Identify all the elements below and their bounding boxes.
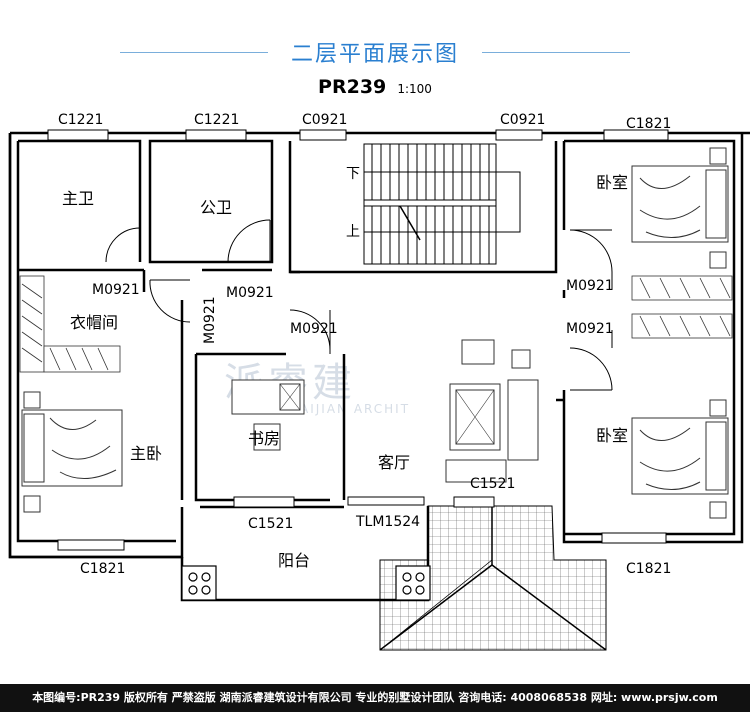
window-label: C1821: [626, 116, 671, 132]
stair-up-label: 上: [346, 224, 360, 240]
living-furniture: [445, 339, 539, 483]
room-label: 客厅: [378, 453, 410, 472]
window-label: C0921: [500, 112, 545, 128]
door-label: M0921: [202, 296, 218, 344]
wardrobe: [19, 275, 733, 373]
window-label: C1821: [80, 561, 125, 577]
window-label: C1821: [626, 561, 671, 577]
window-openings: [47, 129, 669, 551]
window-label: C1221: [194, 112, 239, 128]
room-label: 公卫: [200, 198, 232, 217]
door-label: M0921: [290, 321, 338, 337]
footer-bar: 本图编号:PR239 版权所有 严禁盗版 湖南派睿建筑设计有限公司 专业的别墅设…: [0, 684, 750, 712]
door-label: TLM1524: [355, 514, 420, 530]
room-label: 书房: [248, 429, 280, 448]
beds: [21, 147, 729, 519]
planters: [181, 565, 431, 601]
window-label: C1521: [248, 516, 293, 532]
door-swings: [105, 219, 613, 391]
window-label: C1521: [470, 476, 515, 492]
page-title: 二层平面展示图: [290, 42, 459, 67]
plan-scale: 1:100: [397, 82, 432, 96]
room-label: 衣帽间: [70, 313, 118, 332]
watermark-subtext: AIJIAN ARCHIT: [300, 402, 411, 416]
room-label: 主卫: [62, 189, 94, 208]
door-label: M0921: [566, 321, 614, 337]
stair-down-label: 下: [346, 166, 360, 182]
title-bar: 二层平面展示图: [0, 30, 750, 70]
room-label: 卧室: [596, 426, 628, 445]
plan-code: PR239: [318, 76, 387, 98]
door-label: M0921: [92, 282, 140, 298]
roof: [379, 505, 607, 651]
study-desk: [231, 379, 305, 451]
window-label: C0921: [302, 112, 347, 128]
title-left-rule: [120, 52, 268, 53]
window-label: C1221: [58, 112, 103, 128]
room-label: 阳台: [278, 551, 310, 570]
door-label: M0921: [226, 285, 274, 301]
door-label: M0921: [566, 278, 614, 294]
room-label: 卧室: [596, 173, 628, 192]
room-label: 主卧: [130, 444, 162, 463]
title-right-rule: [482, 52, 630, 53]
plan-subtitle: PR239 1:100: [0, 76, 750, 98]
staircase: [363, 143, 521, 265]
